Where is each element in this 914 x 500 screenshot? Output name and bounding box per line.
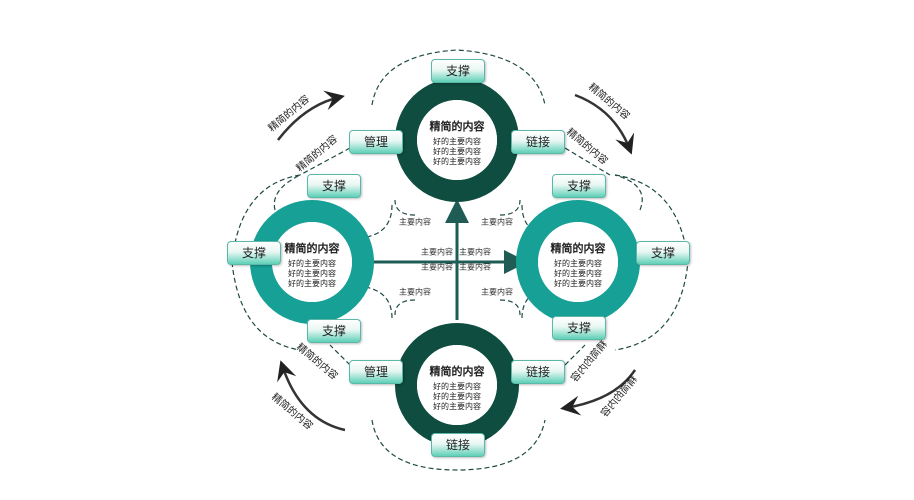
dashed-inner-1 [394,199,416,216]
label-box: 支撑 [227,241,281,265]
connector-line [564,147,611,176]
label-box: 链接 [511,360,565,384]
small-label: 主要内容 [399,287,431,297]
label-box: 支撑 [552,174,606,198]
curved-arrow-bottom-left [277,360,346,432]
dashed-inner-7 [359,285,393,319]
dashed-arc-top [371,49,546,106]
label-box: 链接 [431,433,485,457]
hub-line: 好的主要内容 [433,137,481,146]
dashed-inner-4 [499,299,521,316]
hub-line: 好的主要内容 [433,402,481,411]
hub-title: 精简的内容 [284,242,340,255]
curved-arrow-top-left [277,90,345,141]
hub-title: 精简的内容 [429,120,485,133]
hub-text: 精简的内容好的主要内容好的主要内容好的主要内容 [267,240,357,289]
ring-center [417,100,497,180]
curved-arrow-bottom-right [560,369,637,416]
label-box: 支撑 [636,241,690,265]
small-label: 主要内容 [459,262,491,272]
dashed-arc-left-top [273,174,301,211]
hub-line: 好的主要内容 [433,157,481,166]
hub-line: 好的主要内容 [288,269,336,278]
dashed-arc-right-top [614,174,643,211]
hub-line: 好的主要内容 [288,279,336,288]
curved-arrow-top-right [574,93,635,155]
dashed-inner-3 [394,299,416,316]
hub-line: 好的主要内容 [433,392,481,401]
small-label: 主要内容 [459,247,491,257]
small-label: 主要内容 [481,217,513,227]
label-box: 管理 [349,130,403,154]
ring [516,200,640,324]
dashed-arc-left [231,174,301,351]
hub-text: 精简的内容好的主要内容好的主要内容好的主要内容 [533,240,623,289]
label-box: 链接 [511,130,565,154]
ring-center [417,345,497,425]
dashed-arc-bottom [371,419,546,471]
label-box: 支撑 [307,174,361,198]
connector-line [299,147,351,176]
small-label: 主要内容 [481,287,513,297]
small-label: 主要内容 [421,247,453,257]
hub-title: 精简的内容 [429,365,485,378]
dashed-inner-5 [359,204,393,239]
hub-text: 精简的内容好的主要内容好的主要内容好的主要内容 [412,363,502,412]
ring [395,78,519,202]
hub-line: 好的主要内容 [554,279,602,288]
hub-line: 好的主要内容 [433,147,481,156]
hub-text: 精简的内容好的主要内容好的主要内容好的主要内容 [412,118,502,167]
connector-line [564,344,586,366]
ring-center [272,222,352,302]
label-box: 支撑 [307,319,361,343]
connector-line [329,344,351,366]
hub-line: 好的主要内容 [288,259,336,268]
label-box: 管理 [349,360,403,384]
hub-line: 好的主要内容 [554,269,602,278]
ring-center [538,222,618,302]
hub-title: 精简的内容 [550,242,606,255]
label-box: 支撑 [431,59,485,83]
small-label: 主要内容 [421,262,453,272]
small-label: 主要内容 [399,217,431,227]
label-box: 支撑 [552,316,606,340]
hub-line: 好的主要内容 [433,382,481,391]
hub-line: 好的主要内容 [554,259,602,268]
dashed-inner-2 [499,199,521,216]
